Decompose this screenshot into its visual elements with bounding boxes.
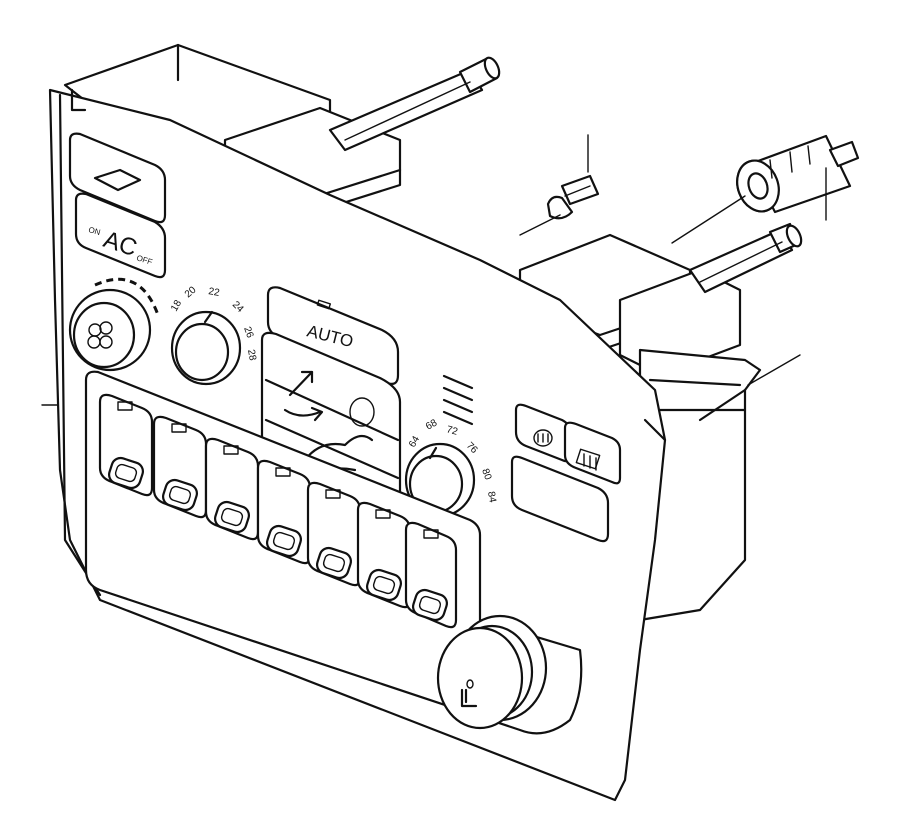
seat-heater-knob[interactable] [436, 614, 548, 730]
ac-on-label: ON [87, 225, 101, 237]
switch-2[interactable] [152, 415, 208, 519]
switch-6[interactable] [356, 501, 412, 609]
switch-5[interactable] [306, 481, 362, 587]
left-temperature-knob[interactable] [170, 310, 242, 386]
temp-right-68: 68 [424, 417, 440, 432]
switch-7[interactable] [404, 521, 458, 629]
switch-1[interactable] [98, 393, 154, 497]
temp-left-18: 18 [169, 298, 184, 314]
rear-defrost-icon [575, 448, 601, 471]
temp-left-28: 28 [245, 349, 258, 362]
recirculation-button[interactable] [68, 132, 167, 224]
temp-left-26: 26 [241, 325, 255, 340]
vent-slots [442, 374, 474, 426]
control-shaft-lower [688, 222, 803, 294]
fan-speed-knob[interactable] [68, 277, 160, 372]
switch-4[interactable] [256, 459, 312, 565]
rear-defrost-button[interactable] [563, 421, 622, 485]
windshield-defrost-icon [533, 429, 553, 447]
bulb-part [546, 174, 600, 220]
car-recirc-icon [93, 168, 142, 192]
temp-right-64: 64 [407, 434, 422, 450]
right-temperature-knob[interactable] [404, 442, 476, 518]
fan-icon [87, 321, 113, 349]
temp-left-22: 22 [207, 286, 220, 299]
callout-housing [747, 354, 801, 386]
switch-socket-part [736, 134, 860, 214]
temp-right-72: 72 [445, 424, 459, 438]
seat-icon [460, 679, 478, 708]
switch-3[interactable] [204, 437, 260, 541]
blank-button[interactable] [510, 455, 610, 543]
temp-right-80: 80 [479, 467, 493, 482]
right-temperature-scale: 64 68 72 76 80 84 [407, 417, 498, 504]
ac-button[interactable]: ON AC OFF [74, 192, 167, 279]
control-shaft-upper [328, 56, 501, 152]
temp-right-84: 84 [485, 491, 498, 504]
